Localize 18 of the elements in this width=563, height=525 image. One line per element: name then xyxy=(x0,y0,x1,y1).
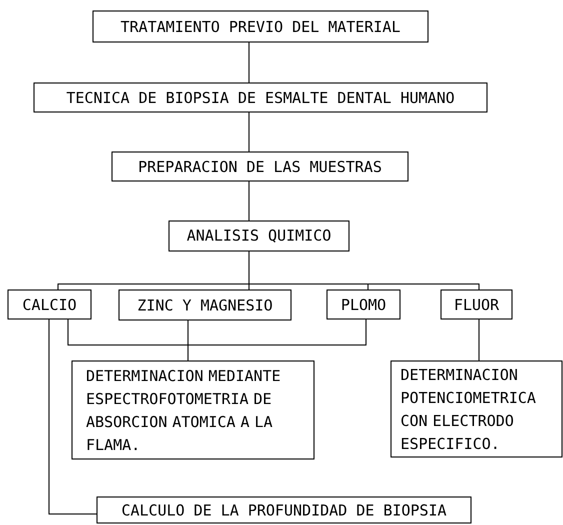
process-box: TRATAMIENTO PREVIO DEL MATERIAL xyxy=(92,10,428,42)
process-box: ANALISIS QUIMICO xyxy=(168,220,350,252)
connector-line xyxy=(478,319,480,361)
connector-line xyxy=(248,112,250,152)
process-box: CALCULO DE LA PROFUNDIDAD DE BIOPSIA xyxy=(96,496,472,524)
connector-line xyxy=(48,319,97,514)
connector-line xyxy=(248,42,250,83)
process-box: PLOMO xyxy=(326,290,400,320)
connector-line xyxy=(248,251,480,290)
connector-line xyxy=(248,181,250,221)
process-box: CALCIO xyxy=(8,290,92,320)
description-box: DETERMINACION POTENCIOMETRICA CON ELECTRODO ESPECIFICO. xyxy=(390,360,562,458)
connector-line xyxy=(188,319,366,361)
process-box: FLUOR xyxy=(440,290,512,320)
process-box: PREPARACION DE LAS MUESTRAS xyxy=(112,152,408,182)
process-box: TECNICA DE BIOPSIA DE ESMALTE DENTAL HUMANO xyxy=(34,82,488,112)
process-box: ZINC Y MAGNESIO xyxy=(118,290,292,320)
description-box: DETERMINACION MEDIANTE ESPECTROFOTOMETRIA DE ABSORCION ATOMICA A LA FLAMA. xyxy=(72,360,314,460)
